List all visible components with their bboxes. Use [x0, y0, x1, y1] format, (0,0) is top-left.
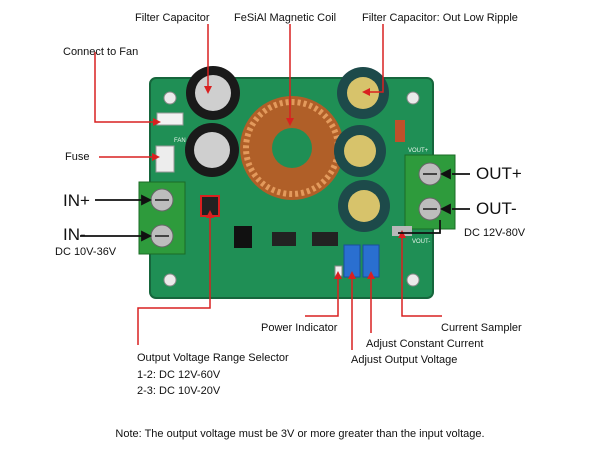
arrow-dc-out: [398, 220, 441, 234]
arrow-current-sampler: [401, 236, 442, 317]
footer-note: Note: The output voltage must be 3V or m…: [115, 428, 485, 440]
vout-minus-marking: VOUT-: [412, 239, 430, 245]
label-dc-in: DC 10V-36V: [55, 246, 117, 258]
label-filter-capacitor: Filter Capacitor: [135, 12, 210, 24]
label-fuse: Fuse: [65, 151, 90, 163]
label-connect-fan: Connect to Fan: [63, 46, 139, 58]
label-adjust-constant-current: Adjust Constant Current: [366, 338, 484, 350]
fesial-toroid-coil: [240, 96, 344, 200]
resistor: [395, 120, 405, 142]
label-adjust-output-voltage: Adjust Output Voltage: [351, 354, 458, 366]
label-dc-out: DC 12V-80V: [464, 227, 526, 239]
arrow-connect-fan: [94, 52, 155, 123]
vout-plus-marking: VOUT+: [408, 148, 429, 154]
mounting-hole: [406, 91, 420, 105]
arrow-power-indicator: [305, 277, 339, 317]
ic-chip: [234, 226, 252, 248]
label-current-sampler: Current Sampler: [441, 322, 522, 334]
label-power-indicator: Power Indicator: [261, 322, 338, 334]
output-capacitor: [337, 67, 389, 119]
mounting-hole: [406, 273, 420, 287]
fan-marking: FAN: [174, 138, 186, 144]
label-in-plus: IN+: [63, 191, 90, 210]
input-capacitor: [186, 66, 240, 120]
ic-chip: [272, 232, 296, 246]
label-filter-capacitor-out: Filter Capacitor: Out Low Ripple: [362, 12, 518, 24]
mounting-hole: [163, 273, 177, 287]
ic-chip: [312, 232, 338, 246]
output-capacitor: [338, 180, 390, 232]
fuse: [155, 145, 175, 173]
fan-connector: [156, 112, 184, 126]
input-capacitor: [185, 123, 239, 177]
label-in-minus: IN-: [63, 225, 86, 244]
label-range-selector: Output Voltage Range Selector: [137, 352, 289, 364]
output-terminal: [404, 154, 456, 230]
label-out-plus: OUT+: [476, 164, 522, 183]
arrow-filter-capacitor-out: [368, 24, 384, 93]
output-capacitor: [334, 125, 386, 177]
input-terminal: [138, 181, 186, 255]
label-fesial-coil: FeSiAl Magnetic Coil: [234, 12, 337, 24]
label-out-minus: OUT-: [476, 199, 517, 218]
label-range-2: 2-3: DC 10V-20V: [137, 385, 221, 397]
arrow-range-selector: [137, 216, 211, 345]
label-range-1: 1-2: DC 12V-60V: [137, 369, 221, 381]
mounting-hole: [163, 91, 177, 105]
